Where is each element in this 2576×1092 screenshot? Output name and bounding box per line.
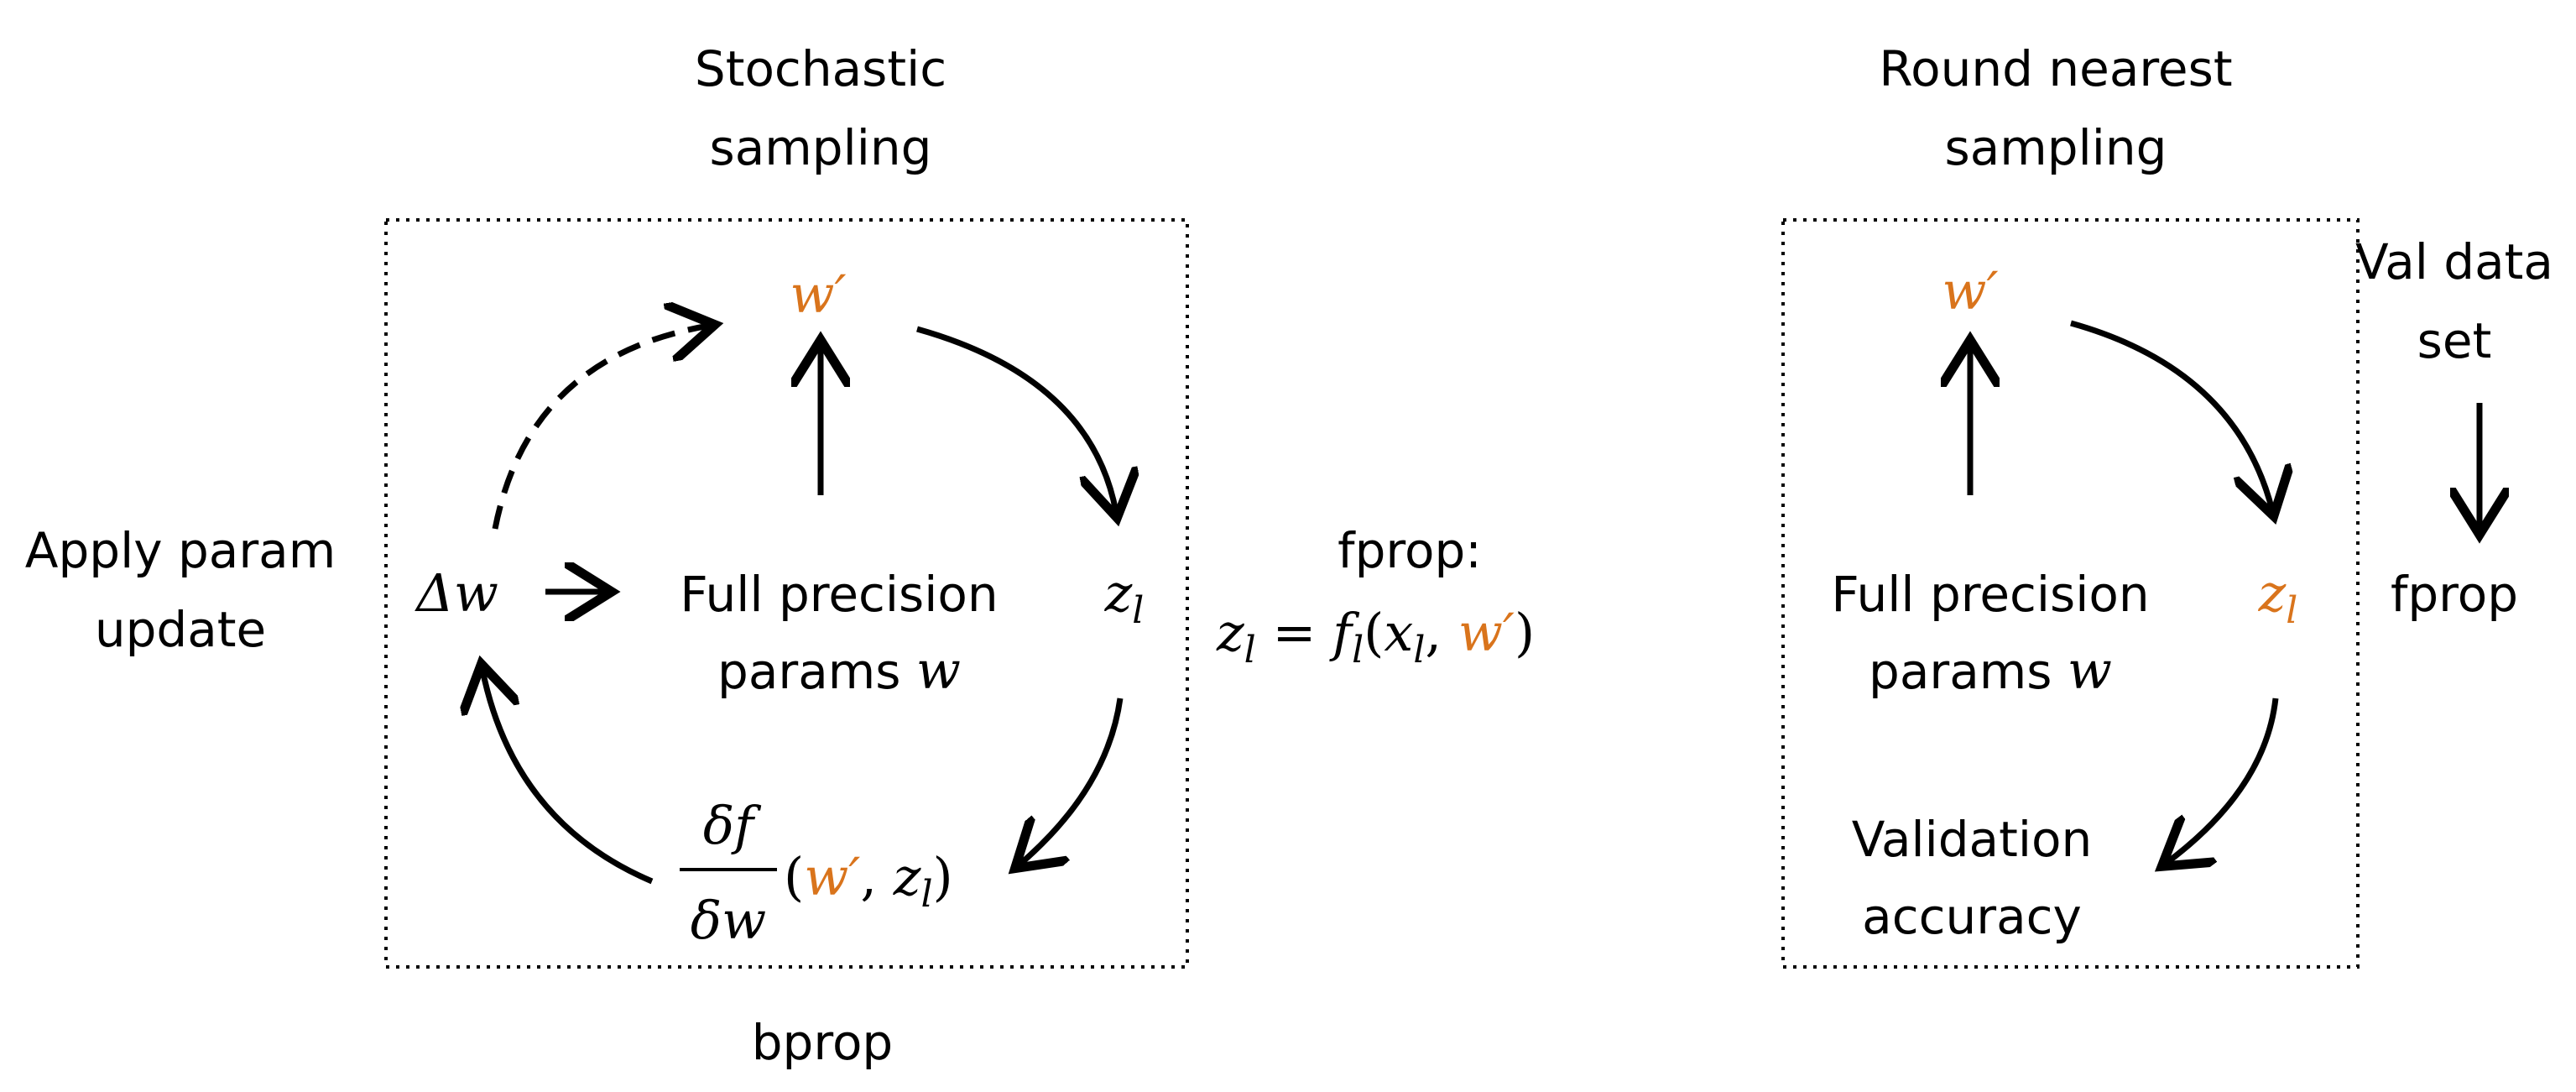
grad-denominator: δw bbox=[691, 890, 766, 951]
round-nearest-title-line2: sampling bbox=[1945, 119, 2167, 176]
z-l-label: zl bbox=[1104, 562, 1145, 632]
apply-update-line1: Apply param bbox=[25, 522, 336, 579]
arrow-wprime-to-zl bbox=[916, 326, 1116, 512]
rn-z-l-label: zl bbox=[2258, 562, 2298, 632]
validation-line1: Validation bbox=[1852, 811, 2092, 868]
rn-full-precision-line1: Full precision bbox=[1831, 566, 2149, 623]
stochastic-title-line2: sampling bbox=[710, 119, 932, 176]
apply-update-line2: update bbox=[95, 601, 266, 658]
stochastic-title-line1: Stochastic bbox=[695, 40, 946, 97]
rn-fprop-label: fprop bbox=[2391, 566, 2518, 623]
bprop-label: bprop bbox=[752, 1014, 894, 1071]
rn-full-precision-line2: params w bbox=[1869, 640, 2112, 701]
validation-line2: accuracy bbox=[1862, 888, 2082, 945]
grad-args: (w′, zl) bbox=[784, 846, 953, 916]
arrow-zl-to-grad bbox=[1019, 698, 1124, 865]
grad-numerator: δf bbox=[703, 795, 762, 856]
arrow-grad-to-deltaw bbox=[482, 670, 654, 885]
round-nearest-box bbox=[1781, 218, 2360, 969]
rn-arrow-wprime-to-zl bbox=[2070, 320, 2272, 510]
full-precision-line2: params w bbox=[717, 640, 961, 701]
round-nearest-title-line1: Round nearest bbox=[1879, 40, 2232, 97]
rn-arrow-zl-to-validation bbox=[2167, 698, 2279, 863]
w-prime-label: w′ bbox=[790, 264, 846, 325]
fprop-equation: zl = fl(xl, w′) bbox=[1216, 602, 1535, 671]
full-precision-line1: Full precision bbox=[680, 566, 998, 623]
arrow-deltaw-to-wprime-dashed bbox=[492, 326, 709, 530]
rn-w-prime-label: w′ bbox=[1942, 260, 1998, 321]
val-data-line2: set bbox=[2417, 312, 2492, 369]
val-data-line1: Val data bbox=[2355, 233, 2553, 290]
fprop-colon-label: fprop: bbox=[1338, 522, 1482, 579]
delta-w-label: Δw bbox=[415, 562, 498, 624]
